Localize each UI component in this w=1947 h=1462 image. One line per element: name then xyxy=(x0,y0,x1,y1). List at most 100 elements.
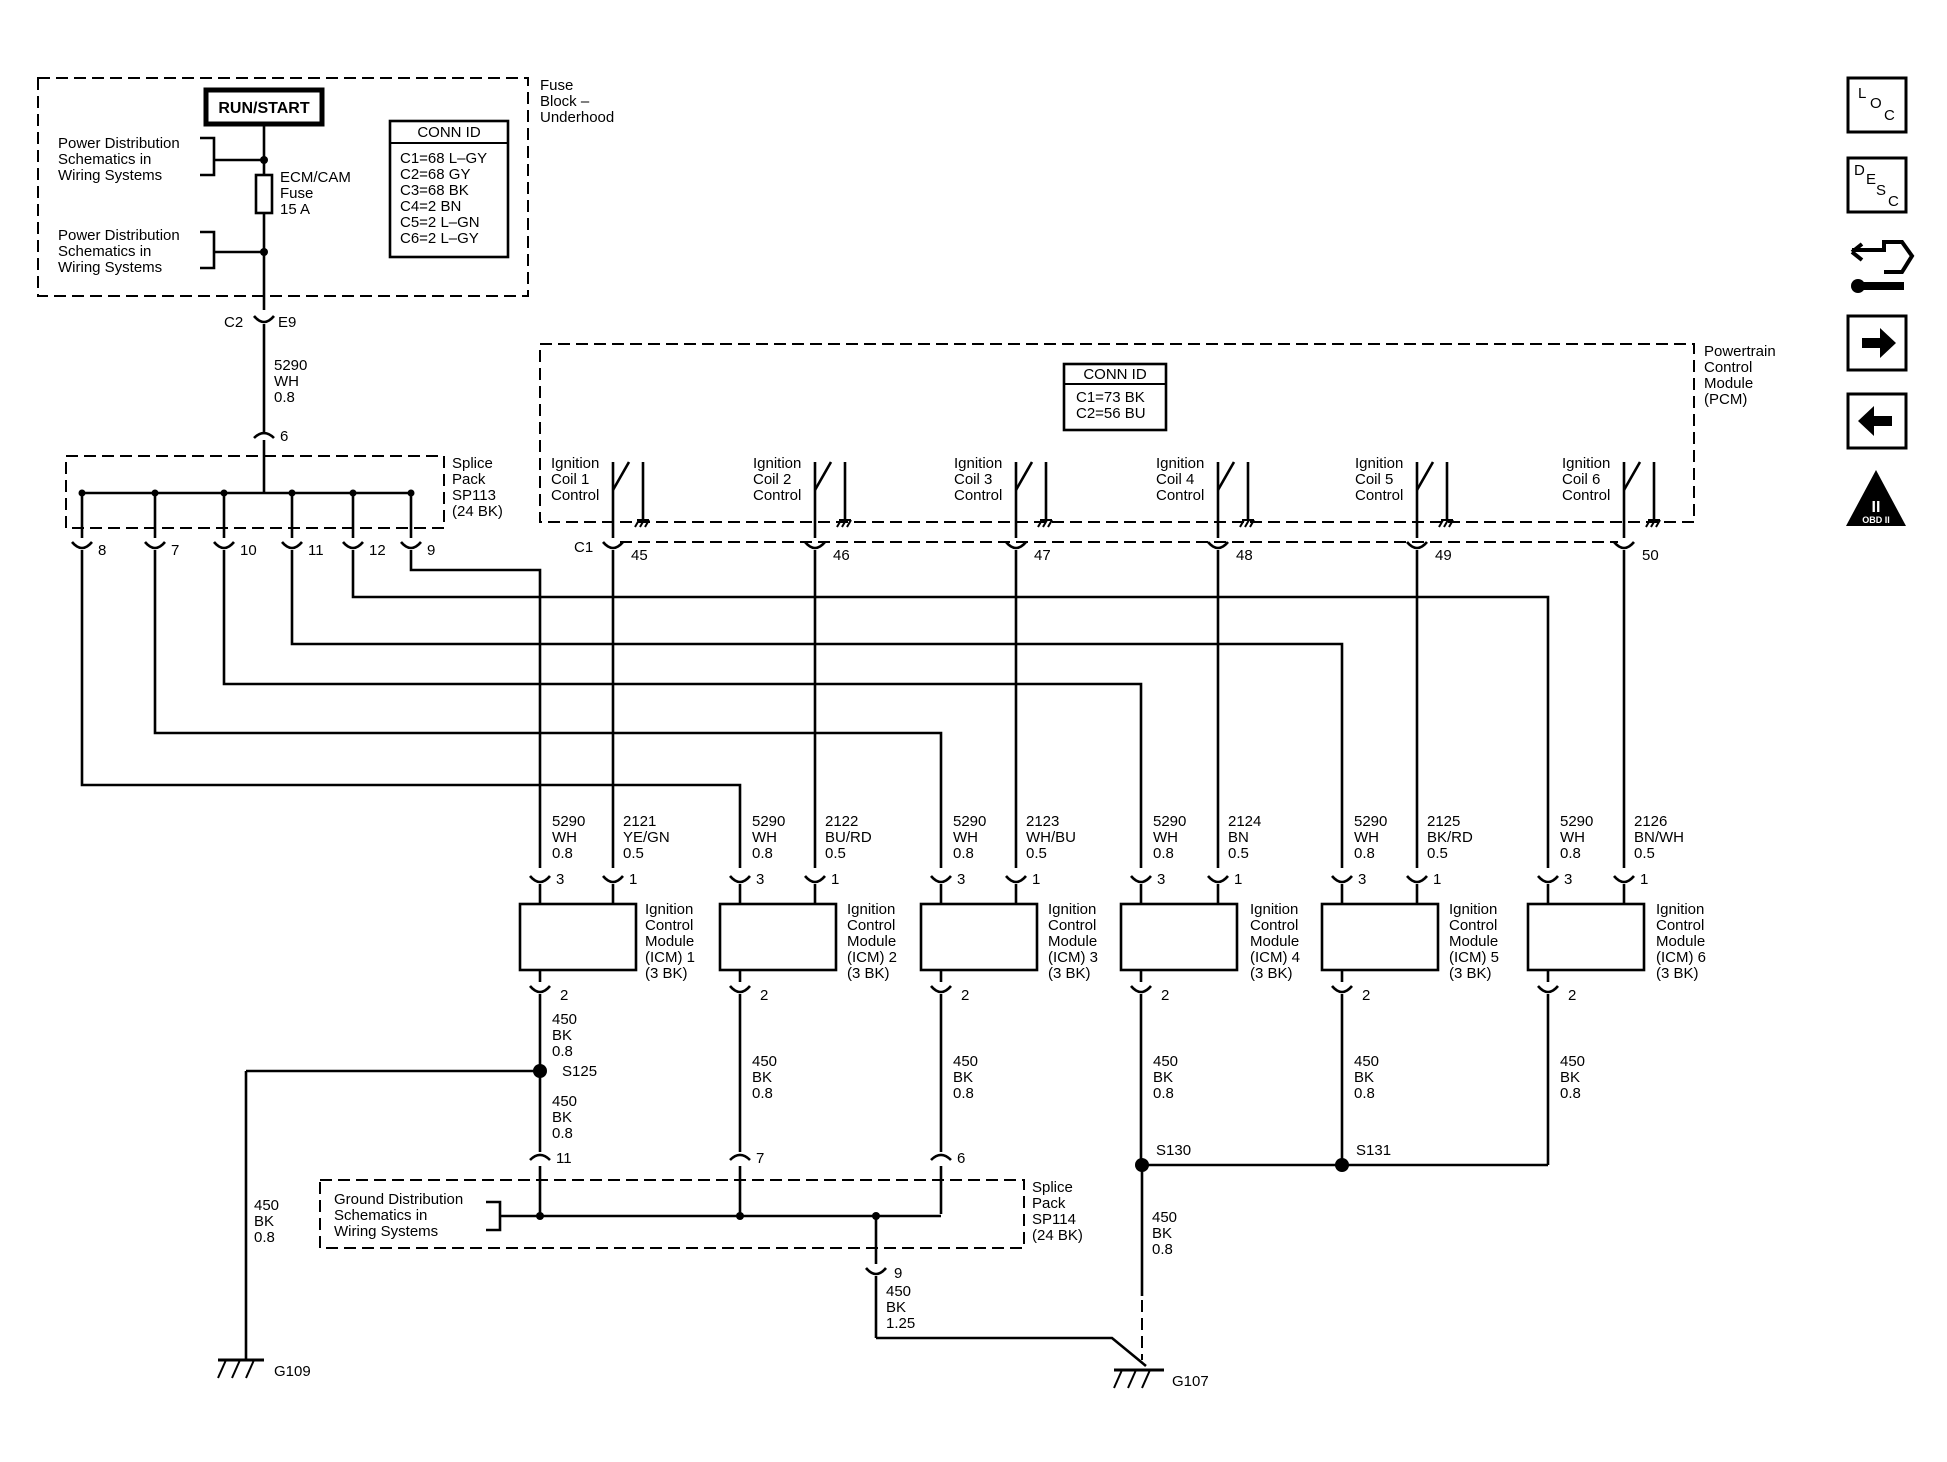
sp113-input-pin: 6 xyxy=(280,428,288,445)
sp114-pin-7: 7 xyxy=(756,1150,764,1167)
harness-wire-3 xyxy=(290,550,1344,868)
ground-g109-icon xyxy=(217,1358,264,1379)
pcm-connector-id: C1 xyxy=(574,539,593,556)
svg-text:S: S xyxy=(1876,182,1886,199)
fuse-block-conn-id-box xyxy=(388,119,510,259)
pcm-conn-id-box xyxy=(1062,362,1168,432)
connector-repair-icon[interactable] xyxy=(1850,240,1915,293)
ground-g107-icon xyxy=(1113,1368,1164,1389)
previous-page-arrow-icon[interactable] xyxy=(1846,392,1908,450)
icm-2-pin-gnd: 2 xyxy=(760,987,768,1004)
svg-text:D: D xyxy=(1854,162,1865,179)
location-icon[interactable]: LOC xyxy=(1846,76,1908,134)
harness-wire-1 xyxy=(409,550,542,868)
harness-wire-2 xyxy=(351,550,1550,868)
icm-4-pin-ctl: 1 xyxy=(1234,871,1242,888)
icm-2-pin-pwr: 3 xyxy=(756,871,764,888)
fuse-block-connector-pin: E9 xyxy=(278,314,296,331)
next-page-arrow-icon[interactable] xyxy=(1846,314,1908,372)
svg-text:L: L xyxy=(1858,85,1866,102)
icm-5-pin-gnd: 2 xyxy=(1362,987,1370,1004)
sp113-pin-12: 12 xyxy=(369,542,386,559)
sp113-pin-9: 9 xyxy=(427,542,435,559)
icm-5-pin-ctl: 1 xyxy=(1433,871,1441,888)
harness-wire-6 xyxy=(80,550,742,868)
pcm-pin-49: 49 xyxy=(1435,547,1452,564)
pcm-pin-46: 46 xyxy=(833,547,850,564)
icm-4-pin-gnd: 2 xyxy=(1161,987,1169,1004)
icm-3-pin-pwr: 3 xyxy=(957,871,965,888)
sp113-pin-10: 10 xyxy=(240,542,257,559)
icm-6-pin-gnd: 2 xyxy=(1568,987,1576,1004)
power-source-run-start: RUN/START xyxy=(218,100,309,117)
splice-s130-label: S130 xyxy=(1156,1142,1191,1159)
harness-wire-4 xyxy=(222,550,1143,868)
splice-s131-label: S131 xyxy=(1356,1142,1391,1159)
fuse-block-conn-id-title: CONN ID xyxy=(417,124,481,141)
icm-3-pin-gnd: 2 xyxy=(961,987,969,1004)
pcm-pin-45: 45 xyxy=(631,547,648,564)
svg-text:O: O xyxy=(1870,95,1882,112)
harness-wire-5 xyxy=(153,550,943,868)
splice-s125-label: S125 xyxy=(562,1063,597,1080)
pcm-pin-50: 50 xyxy=(1642,547,1659,564)
pcm-pin-48: 48 xyxy=(1236,547,1253,564)
svg-text:OBD II: OBD II xyxy=(1862,515,1890,525)
sp113-pin-7: 7 xyxy=(171,542,179,559)
icm-1-pin-pwr: 3 xyxy=(556,871,564,888)
svg-text:II: II xyxy=(1872,499,1881,516)
sp113-pin-11: 11 xyxy=(308,542,324,559)
obd-ii-icon[interactable]: II OBD II xyxy=(1846,470,1906,526)
icm-1-pin-gnd: 2 xyxy=(560,987,568,1004)
sp113-pin-8: 8 xyxy=(98,542,106,559)
icm-2-pin-ctl: 1 xyxy=(831,871,839,888)
icm-5-pin-pwr: 3 xyxy=(1358,871,1366,888)
